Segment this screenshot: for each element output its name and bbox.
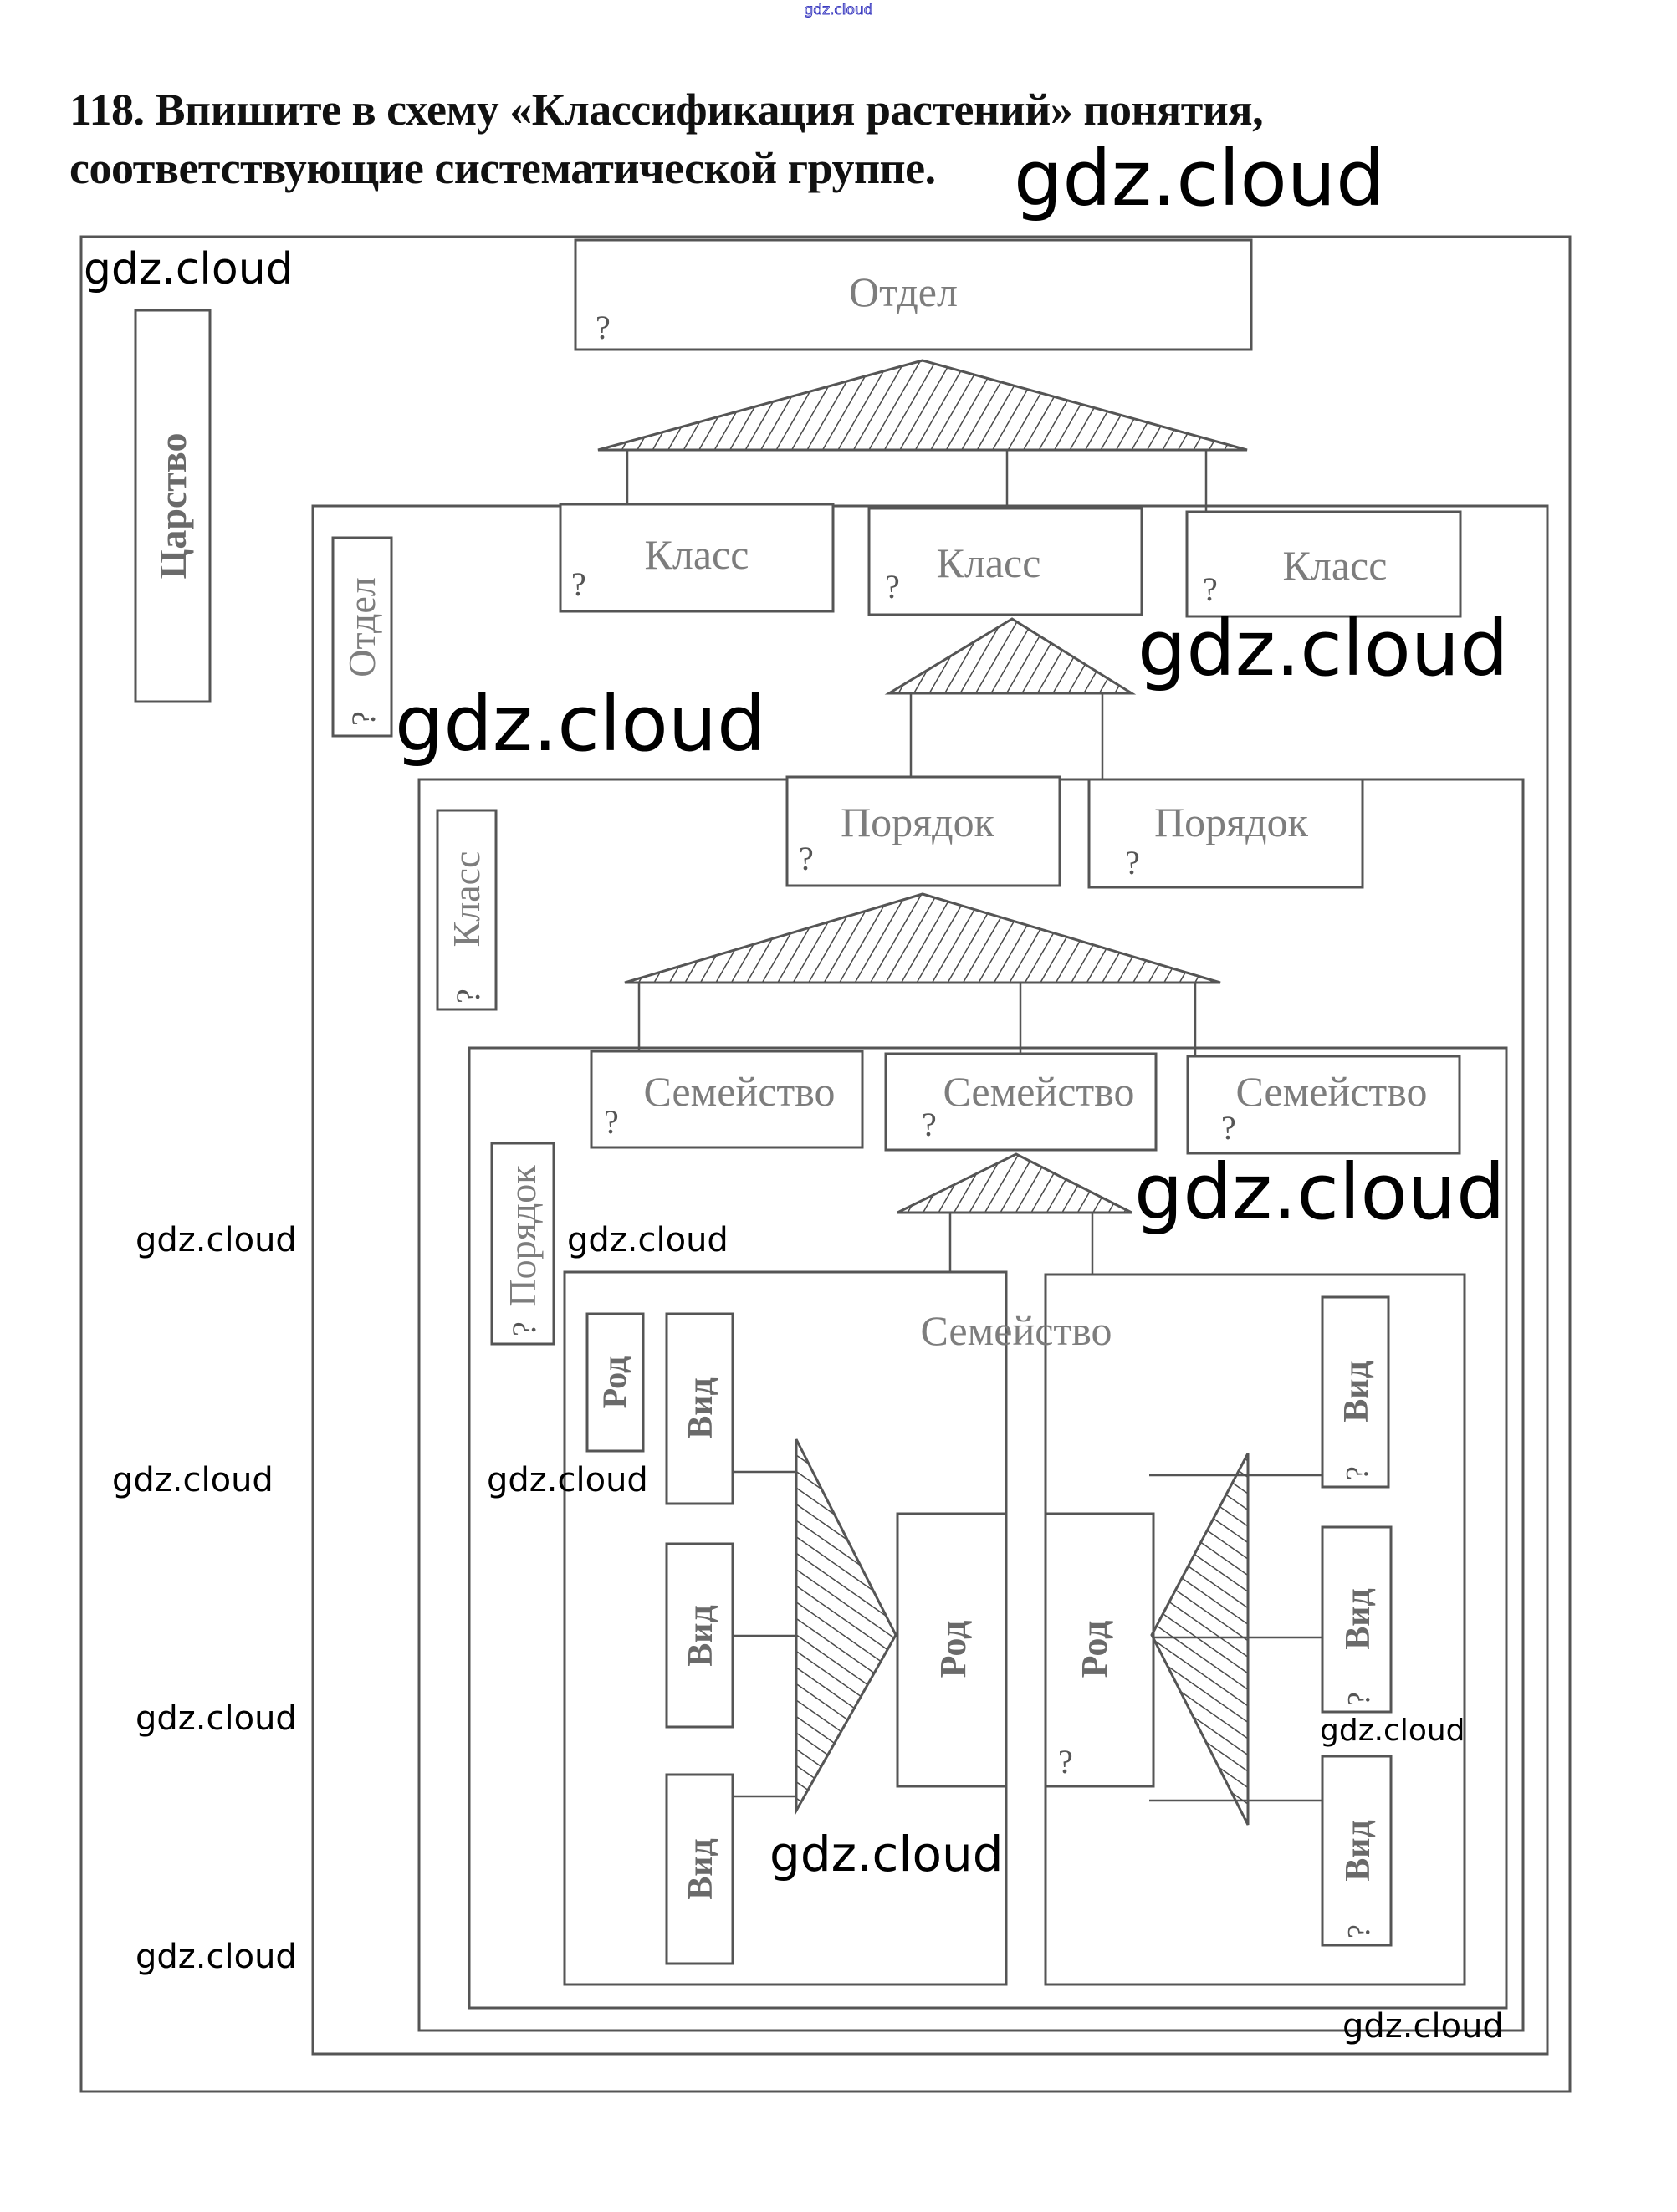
question-mark: ?: [799, 840, 814, 877]
genus-left-label: Род: [933, 1621, 974, 1678]
species-left-label-2: Вид: [682, 1605, 720, 1666]
species-right-label-1: Вид: [1337, 1361, 1376, 1422]
watermark: gdz.cloud: [395, 679, 766, 769]
order-label-1: Порядок: [841, 799, 995, 845]
hatched-triangle-division: [597, 359, 1248, 452]
class-box-2[interactable]: [867, 507, 1143, 616]
genus-left-box[interactable]: [896, 1512, 1008, 1788]
family-box-1[interactable]: [590, 1050, 864, 1149]
family-box-3[interactable]: [1186, 1055, 1461, 1155]
question-mark: ?: [604, 1103, 619, 1141]
species-right-box-2[interactable]: [1321, 1525, 1393, 1714]
family-box-2[interactable]: [884, 1052, 1158, 1152]
division-side-box[interactable]: [331, 536, 393, 738]
watermark: gdz.cloud: [1138, 604, 1509, 693]
top-watermark: gdz.cloud: [804, 2, 873, 19]
genus-small-label: Род: [596, 1356, 633, 1409]
species-right-label-2: Вид: [1339, 1588, 1378, 1649]
family-inner-label: Семейство: [920, 1307, 1112, 1354]
species-left-box-2[interactable]: [665, 1542, 734, 1729]
question-mark: ?: [1340, 1466, 1375, 1480]
order-side-box[interactable]: [490, 1142, 555, 1346]
watermark: gdz.cloud: [1342, 2007, 1504, 2046]
hatched-triangle-genus-left: [795, 1438, 897, 1816]
class-label-1: Класс: [645, 531, 749, 578]
class-box-3[interactable]: [1185, 510, 1462, 618]
question-mark: ?: [922, 1106, 937, 1143]
question-mark: ?: [1058, 1743, 1073, 1780]
question-mark: ?: [505, 1321, 543, 1336]
species-right-box-1[interactable]: [1321, 1295, 1390, 1489]
class-boxes: Класс ? Класс ? Класс ?: [559, 503, 1462, 618]
question-mark: ?: [885, 568, 900, 605]
question-mark: ?: [1203, 570, 1218, 608]
watermark: gdz.cloud: [135, 1938, 297, 1976]
class-box-1[interactable]: [559, 503, 835, 613]
task-title-line-1: 118. Впишите в схему «Классификация раст…: [69, 84, 1264, 135]
division-side-label: Отдел: [340, 577, 383, 677]
question-mark: ?: [596, 309, 611, 346]
question-mark: ?: [1342, 1692, 1377, 1706]
kingdom-label: Царство: [151, 433, 194, 580]
hatched-triangle-genus-right: [1150, 1453, 1250, 1826]
division-box[interactable]: [574, 238, 1253, 351]
division-label: Отдел: [849, 268, 958, 315]
genus-small-box[interactable]: [585, 1312, 645, 1453]
hatched-triangle-family: [897, 1152, 1132, 1214]
question-mark: ?: [1221, 1109, 1236, 1147]
species-right-label-3: Вид: [1339, 1820, 1378, 1881]
order-box-2[interactable]: [1087, 778, 1364, 889]
hatched-triangle-class: [884, 617, 1137, 695]
genus-right-label: Род: [1074, 1621, 1115, 1678]
species-left-box-3[interactable]: [665, 1773, 734, 1965]
watermark: gdz.cloud: [1320, 1714, 1465, 1748]
species-left-label-3: Вид: [682, 1838, 720, 1899]
question-mark: ?: [1342, 1924, 1377, 1939]
watermark: gdz.cloud: [1014, 134, 1385, 223]
watermark: gdz.cloud: [567, 1221, 729, 1259]
genus-right-box[interactable]: [1044, 1512, 1155, 1788]
watermark: gdz.cloud: [1134, 1147, 1506, 1237]
question-mark: ?: [449, 989, 487, 1004]
class-label-2: Класс: [937, 539, 1041, 586]
watermark: gdz.cloud: [135, 1221, 297, 1259]
watermark: gdz.cloud: [135, 1699, 297, 1738]
division-frame: [311, 504, 1549, 2056]
watermark: gdz.cloud: [112, 1461, 274, 1499]
watermark: gdz.cloud: [487, 1461, 648, 1499]
order-side-label: Порядок: [501, 1165, 544, 1307]
order-label-2: Порядок: [1154, 799, 1309, 845]
watermark: gdz.cloud: [84, 244, 294, 294]
watermark: gdz.cloud: [769, 1826, 1004, 1882]
task-title-line-2: соответствующие систематической группе.: [69, 143, 936, 193]
kingdom-box[interactable]: [134, 309, 212, 703]
hatched-triangle-order: [624, 892, 1221, 984]
class-side-box[interactable]: [436, 809, 498, 1011]
question-mark: ?: [1125, 844, 1140, 881]
question-mark: ?: [571, 565, 586, 603]
class-side-label: Класс: [445, 851, 488, 948]
species-right-box-3[interactable]: [1321, 1755, 1393, 1947]
kingdom-frame: [79, 235, 1572, 2093]
species-left-label-1: Вид: [682, 1377, 720, 1438]
question-mark: ?: [345, 711, 382, 726]
family-label-3: Семейство: [1235, 1068, 1427, 1115]
family-label-1: Семейство: [643, 1068, 835, 1115]
order-frame: [468, 1046, 1508, 2010]
family-label-2: Семейство: [943, 1068, 1134, 1115]
species-left-box-1[interactable]: [665, 1312, 734, 1505]
class-label-3: Класс: [1283, 542, 1388, 589]
order-box-1[interactable]: [785, 775, 1061, 887]
